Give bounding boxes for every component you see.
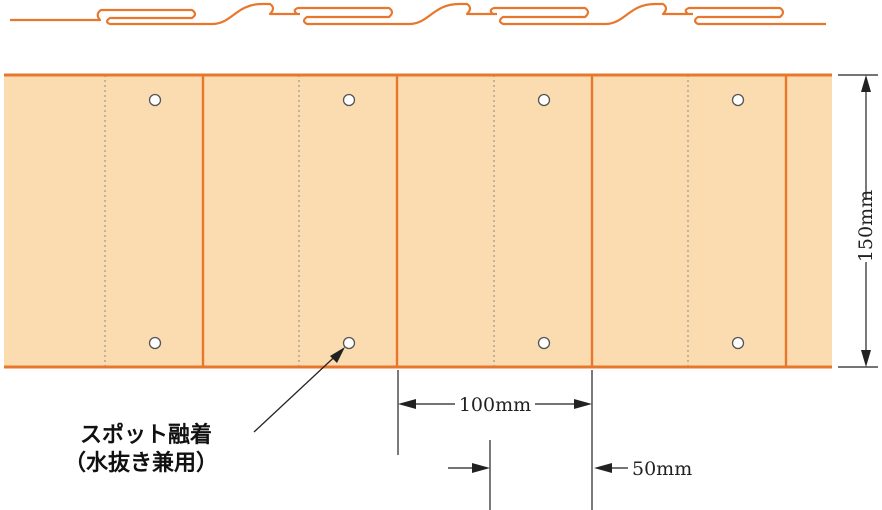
height-dimension: 150mm (838, 74, 878, 368)
overlap-dimension: 50mm (448, 440, 692, 510)
overlap-label: 50mm (632, 458, 692, 480)
spot-weld-hole (342, 93, 356, 107)
spot-weld-hole (537, 93, 551, 107)
pitch-label: 100mm (459, 394, 531, 416)
profile-strip (10, 2, 826, 26)
cross-section-profile (10, 2, 826, 26)
pitch-dimension: 100mm (397, 370, 593, 510)
spot-weld-hole (537, 336, 551, 350)
spot-weld-hole (731, 336, 745, 350)
spot-weld-hole (148, 336, 162, 350)
curtain-sheet (4, 73, 832, 369)
spot-weld-callout: スポット融着 （水抜き兼用） (64, 347, 345, 476)
spot-weld-hole (731, 93, 745, 107)
callout-line-1: スポット融着 (80, 422, 212, 448)
spot-weld-hole (148, 93, 162, 107)
spot-weld-hole (342, 336, 356, 350)
sheet-background (4, 75, 832, 367)
height-label: 150mm (855, 190, 877, 262)
callout-line-2: （水抜き兼用） (64, 450, 218, 476)
